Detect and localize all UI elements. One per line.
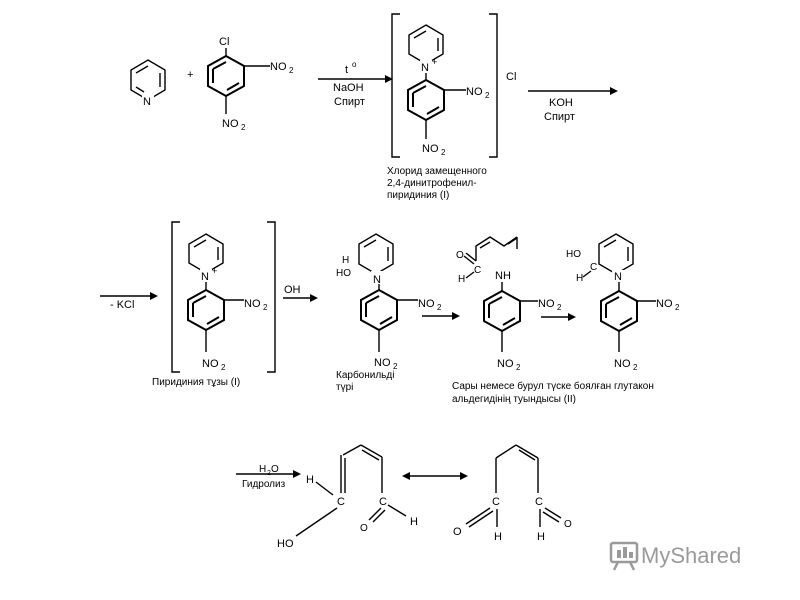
no2-subscript: 2 xyxy=(675,303,680,312)
hydrolysis-label: Гидролиз xyxy=(242,479,286,490)
salt-n-label: N xyxy=(421,62,429,74)
no2-subscript: 2 xyxy=(289,66,294,75)
watermark: MyShared xyxy=(609,541,741,571)
reaction-arrow-2: KOH Спирт xyxy=(528,87,618,123)
salt-caption: Пиридиния тұзы (I) xyxy=(152,377,240,388)
no2-label: NO xyxy=(418,298,435,310)
derivative-ho-label: HO xyxy=(566,249,581,260)
left-h-label: H xyxy=(306,474,314,486)
hydrolysis-arrow: H 2 O Гидролиз xyxy=(236,464,301,490)
no2-label: NO xyxy=(656,298,673,310)
pyridine-n-label: N xyxy=(143,96,151,108)
no2-subscript: 2 xyxy=(516,363,521,372)
cl-label: Cl xyxy=(219,36,229,48)
presentation-board-icon xyxy=(609,541,639,571)
right-o1-label: O xyxy=(453,526,462,538)
intermediate-h-label: H xyxy=(458,274,465,285)
positive-charge: + xyxy=(432,57,437,67)
no2-subscript: 2 xyxy=(241,123,246,132)
carbinol-intermediate: N H HO NO 2 NO 2 xyxy=(336,233,442,371)
derivative-c-label: C xyxy=(590,262,597,273)
pyridinium-salt-1: N + NO 2 NO 2 Cl xyxy=(391,13,516,158)
open-chain-intermediate: O C H NH NO 2 NO 2 xyxy=(456,236,562,372)
product-caption-line-2: альдегидінің туындысы (II) xyxy=(452,394,576,405)
left-h2-label: H xyxy=(410,516,418,528)
no2-subscript: 2 xyxy=(441,148,446,157)
right-h1-label: H xyxy=(494,531,502,543)
salt-n-label: N xyxy=(201,271,209,283)
plus-sign: + xyxy=(187,69,193,81)
salt-caption-line-2: 2,4-динитрофенил- xyxy=(387,177,477,189)
water-h-label: H xyxy=(259,464,266,475)
water-subscript: 2 xyxy=(267,470,271,477)
intermediate-o-label: O xyxy=(456,250,464,261)
no2-label: NO xyxy=(374,357,391,369)
no2-label: NO xyxy=(538,298,555,310)
left-ho-label: HO xyxy=(277,538,294,550)
condition-solvent: Спирт xyxy=(544,111,575,123)
intermediate-c-label: C xyxy=(474,265,481,276)
salt-caption-line-1: Хлорид замещенного xyxy=(387,166,487,177)
condition-solvent: Спирт xyxy=(334,96,365,108)
minus-kcl-arrow: - KCl xyxy=(100,292,158,311)
right-c1-label: C xyxy=(492,496,500,508)
chlorodinitrobenzene: Cl NO 2 NO 2 xyxy=(207,36,294,132)
reaction-arrow-1: t o NaOH Спирт xyxy=(318,60,393,108)
no2-subscript: 2 xyxy=(263,303,268,312)
no2-label: NO xyxy=(466,86,483,98)
carbinol-caption-line-1: Карбонильді xyxy=(336,369,394,381)
right-h2-label: H xyxy=(537,531,545,543)
product-caption-line-1: Сары немесе бурул түске боялған глутакон xyxy=(452,380,654,392)
watermark-text: MyShared xyxy=(641,543,741,568)
glutaconaldehyde-derivative: N HO C H NO 2 NO 2 xyxy=(566,233,680,372)
condition-naoh: NaOH xyxy=(333,82,364,94)
no2-subscript: 2 xyxy=(557,303,562,312)
no2-subscript: 2 xyxy=(393,362,398,371)
no2-subscript: 2 xyxy=(633,363,638,372)
resonance-arrow xyxy=(402,472,468,480)
pyridinium-salt-2: N + NO 2 NO 2 xyxy=(171,221,276,373)
chloride-anion: Cl xyxy=(506,71,516,83)
no2-subscript: 2 xyxy=(485,91,490,100)
no2-label: NO xyxy=(497,358,514,370)
carbinol-caption-line-2: түрі xyxy=(336,382,353,393)
right-o2-label: O xyxy=(564,519,572,530)
salt-caption-line-3: пиридиния (I) xyxy=(387,190,449,201)
hydroxide-label: OH xyxy=(284,284,301,296)
intermediate-h-label: H xyxy=(342,255,349,266)
temperature-superscript: o xyxy=(352,60,357,69)
intermediate-n-label: N xyxy=(373,274,381,286)
left-c2-label: C xyxy=(379,496,387,508)
left-o-label: O xyxy=(360,523,368,534)
left-c1-label: C xyxy=(337,496,345,508)
water-o-label: O xyxy=(271,464,279,475)
positive-charge: + xyxy=(212,266,217,276)
no2-label: NO xyxy=(614,358,631,370)
no2-label: NO xyxy=(244,298,261,310)
pyridine-ring: N xyxy=(130,59,166,108)
intermediate-nh-label: NH xyxy=(495,270,511,282)
no2-subscript: 2 xyxy=(437,303,442,312)
hydroxide-arrow: OH xyxy=(283,284,318,302)
no2-label: NO xyxy=(270,61,287,73)
derivative-h-label: H xyxy=(576,273,583,284)
reaction-arrow-3 xyxy=(422,312,460,320)
right-c2-label: C xyxy=(535,496,543,508)
no2-label: NO xyxy=(222,118,239,130)
no2-subscript: 2 xyxy=(221,363,226,372)
dialdehyde-tautomer: C C O H H O xyxy=(453,444,572,543)
reaction-arrow-4 xyxy=(541,313,576,321)
condition-koh: KOH xyxy=(549,97,573,109)
derivative-n-label: N xyxy=(614,271,622,283)
no2-label: NO xyxy=(422,143,439,155)
intermediate-ho-label: HO xyxy=(336,268,351,279)
minus-kcl-label: - KCl xyxy=(110,299,134,311)
no2-label: NO xyxy=(202,358,219,370)
enol-tautomer: H C C HO O H xyxy=(277,444,418,550)
condition-temperature: t xyxy=(345,64,348,76)
